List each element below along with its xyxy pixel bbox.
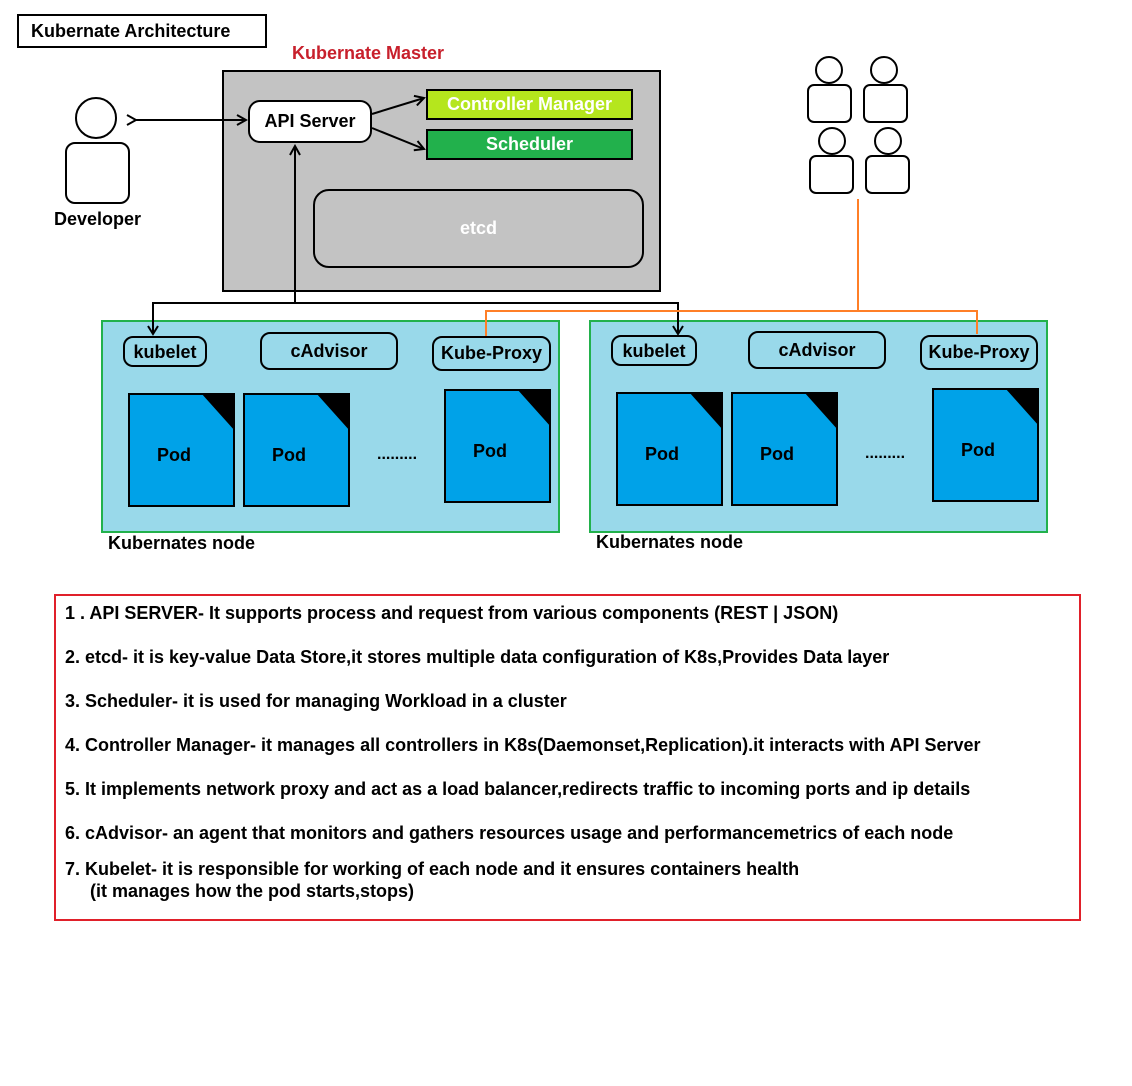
users-proxy-connector <box>485 310 978 336</box>
kube-proxy-box: Kube-Proxy <box>432 336 551 371</box>
description-item: (it manages how the pod starts,stops) <box>90 881 415 901</box>
etcd-box: etcd <box>313 189 644 268</box>
description-item: 6. cAdvisor- an agent that monitors and … <box>65 823 954 843</box>
more-pods-ellipsis: ......... <box>377 446 418 463</box>
kube-proxy-box: Kube-Proxy <box>920 335 1038 370</box>
description-box <box>54 594 1081 921</box>
pod: Pod <box>932 388 1039 502</box>
kubelet-box: kubelet <box>123 336 207 367</box>
cadvisor-box: cAdvisor <box>748 331 886 369</box>
pod: Pod <box>243 393 350 507</box>
api-to-scheduler-arrow <box>371 127 424 149</box>
pod: Pod <box>128 393 235 507</box>
diagram-title: Kubernate Architecture <box>17 14 267 48</box>
node-label: Kubernates node <box>108 533 256 553</box>
scheduler-box: Scheduler <box>426 129 633 160</box>
api-to-controller-arrow <box>371 98 424 115</box>
description-item: 4. Controller Manager- it manages all co… <box>65 735 981 755</box>
pod: Pod <box>444 389 551 503</box>
description-item: 3. Scheduler- it is used for managing Wo… <box>65 691 567 711</box>
controller-manager-box: Controller Manager <box>426 89 633 120</box>
pod: Pod <box>616 392 723 506</box>
description-item: 7. Kubelet- it is responsible for workin… <box>65 859 800 879</box>
api-kubelet-connector <box>152 302 679 334</box>
developer-icon <box>65 97 130 204</box>
pod: Pod <box>731 392 838 506</box>
api-server-box: API Server <box>248 100 372 143</box>
developer-label: Developer <box>54 209 142 229</box>
description-item: 1 . API SERVER- It supports process and … <box>65 603 839 623</box>
cadvisor-box: cAdvisor <box>260 332 398 370</box>
description-item: 5. It implements network proxy and act a… <box>65 779 971 799</box>
node-label: Kubernates node <box>596 532 744 552</box>
master-label: Kubernate Master <box>292 43 445 63</box>
more-pods-ellipsis: ......... <box>865 445 906 462</box>
kubelet-box: kubelet <box>611 335 697 366</box>
description-item: 2. etcd- it is key-value Data Store,it s… <box>65 647 890 667</box>
users-icon <box>807 56 910 194</box>
